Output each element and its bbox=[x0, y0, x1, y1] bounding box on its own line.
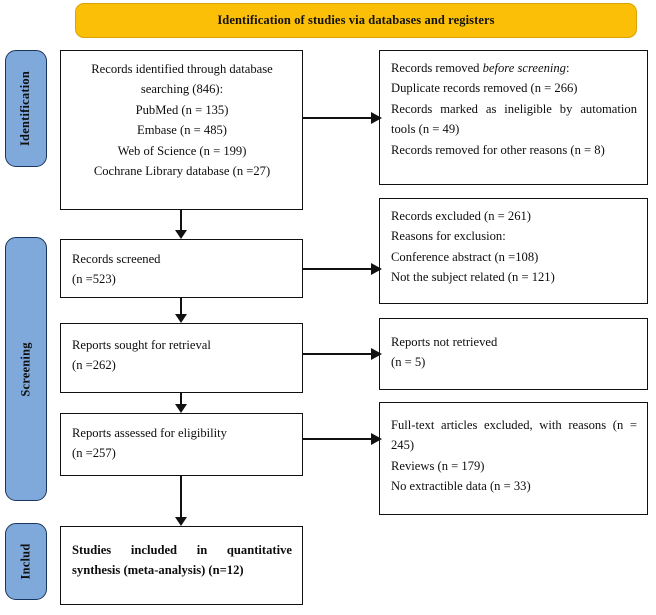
fulltext-excluded-line-3: No extractible data (n = 33) bbox=[391, 479, 531, 494]
fulltext-excluded-line-2: Reviews (n = 179) bbox=[391, 458, 485, 473]
arrow-identified-to-removed bbox=[303, 112, 382, 124]
reports-assessed-line-1: Reports assessed for eligibility bbox=[72, 426, 227, 440]
header-banner-title: Identification of studies via databases … bbox=[217, 13, 495, 27]
arrow-identified-to-screened bbox=[175, 210, 187, 239]
reports-not-retrieved-line-1: Reports not retrieved bbox=[391, 335, 498, 349]
box-records-screened: Records screened (n =523) bbox=[60, 239, 303, 298]
box-reports-assessed: Reports assessed for eligibility (n =257… bbox=[60, 413, 303, 476]
records-screened-line-1: Records screened bbox=[72, 252, 161, 266]
records-removed-heading: Records removed before screening: bbox=[391, 58, 637, 78]
records-identified-line-2: searching (846): bbox=[140, 82, 224, 97]
box-records-identified: Records identified through database sear… bbox=[60, 50, 303, 210]
arrow-assessed-to-included bbox=[175, 476, 187, 526]
stage-tab-screening: Screening bbox=[5, 237, 47, 501]
records-identified-line-6: Cochrane Library database (n =27) bbox=[93, 163, 271, 178]
records-removed-line-1: Duplicate records removed (n = 266) bbox=[391, 81, 578, 96]
records-identified-line-3: PubMed (n = 135) bbox=[135, 102, 229, 117]
stage-tab-included: Includ bbox=[5, 523, 47, 600]
box-reports-not-retrieved: Reports not retrieved (n = 5) bbox=[379, 318, 648, 390]
records-excluded-line-4: Not the subject related (n = 121) bbox=[391, 270, 555, 285]
stage-tab-identification: Identification bbox=[5, 50, 47, 167]
box-reports-sought: Reports sought for retrieval (n =262) bbox=[60, 323, 303, 393]
records-excluded-line-1: Records excluded (n = 261) bbox=[391, 209, 531, 223]
arrow-sought-to-assessed bbox=[175, 393, 187, 413]
records-removed-heading-em: before screening bbox=[482, 61, 566, 75]
records-removed-heading-pre: Records removed bbox=[391, 61, 483, 75]
box-fulltext-excluded: Full-text articles excluded, with reason… bbox=[379, 402, 648, 515]
box-records-excluded: Records excluded (n = 261) Reasons for e… bbox=[379, 198, 648, 304]
records-screened-line-2: (n =523) bbox=[72, 272, 116, 287]
records-removed-line-3: Records removed for other reasons (n = 8… bbox=[391, 142, 605, 157]
records-identified-line-4: Embase (n = 485) bbox=[137, 123, 227, 138]
records-identified-line-1: Records identified through database bbox=[91, 62, 273, 76]
records-removed-heading-post: : bbox=[565, 61, 570, 75]
arrow-screened-to-excluded bbox=[303, 263, 382, 275]
records-removed-line-2: Records marked as ineligible by automati… bbox=[391, 101, 637, 137]
studies-included-line-1: Studies included in quantitative synthes… bbox=[72, 543, 292, 578]
records-excluded-line-2: Reasons for exclusion: bbox=[391, 229, 506, 244]
header-banner: Identification of studies via databases … bbox=[75, 3, 637, 38]
reports-assessed-line-2: (n =257) bbox=[72, 446, 116, 461]
box-records-removed: Records removed before screening: Duplic… bbox=[379, 50, 648, 185]
fulltext-excluded-line-1: Full-text articles excluded, with reason… bbox=[391, 418, 637, 453]
reports-not-retrieved-line-2: (n = 5) bbox=[391, 355, 426, 370]
records-identified-line-5: Web of Science (n = 199) bbox=[117, 143, 247, 158]
reports-sought-line-2: (n =262) bbox=[72, 358, 116, 373]
arrow-sought-to-notretrieved bbox=[303, 348, 382, 360]
arrow-screened-to-sought bbox=[175, 298, 187, 323]
reports-sought-line-1: Reports sought for retrieval bbox=[72, 338, 211, 352]
records-excluded-line-3: Conference abstract (n =108) bbox=[391, 249, 539, 264]
box-studies-included: Studies included in quantitative synthes… bbox=[60, 526, 303, 605]
arrow-assessed-to-fulltext bbox=[303, 433, 382, 445]
